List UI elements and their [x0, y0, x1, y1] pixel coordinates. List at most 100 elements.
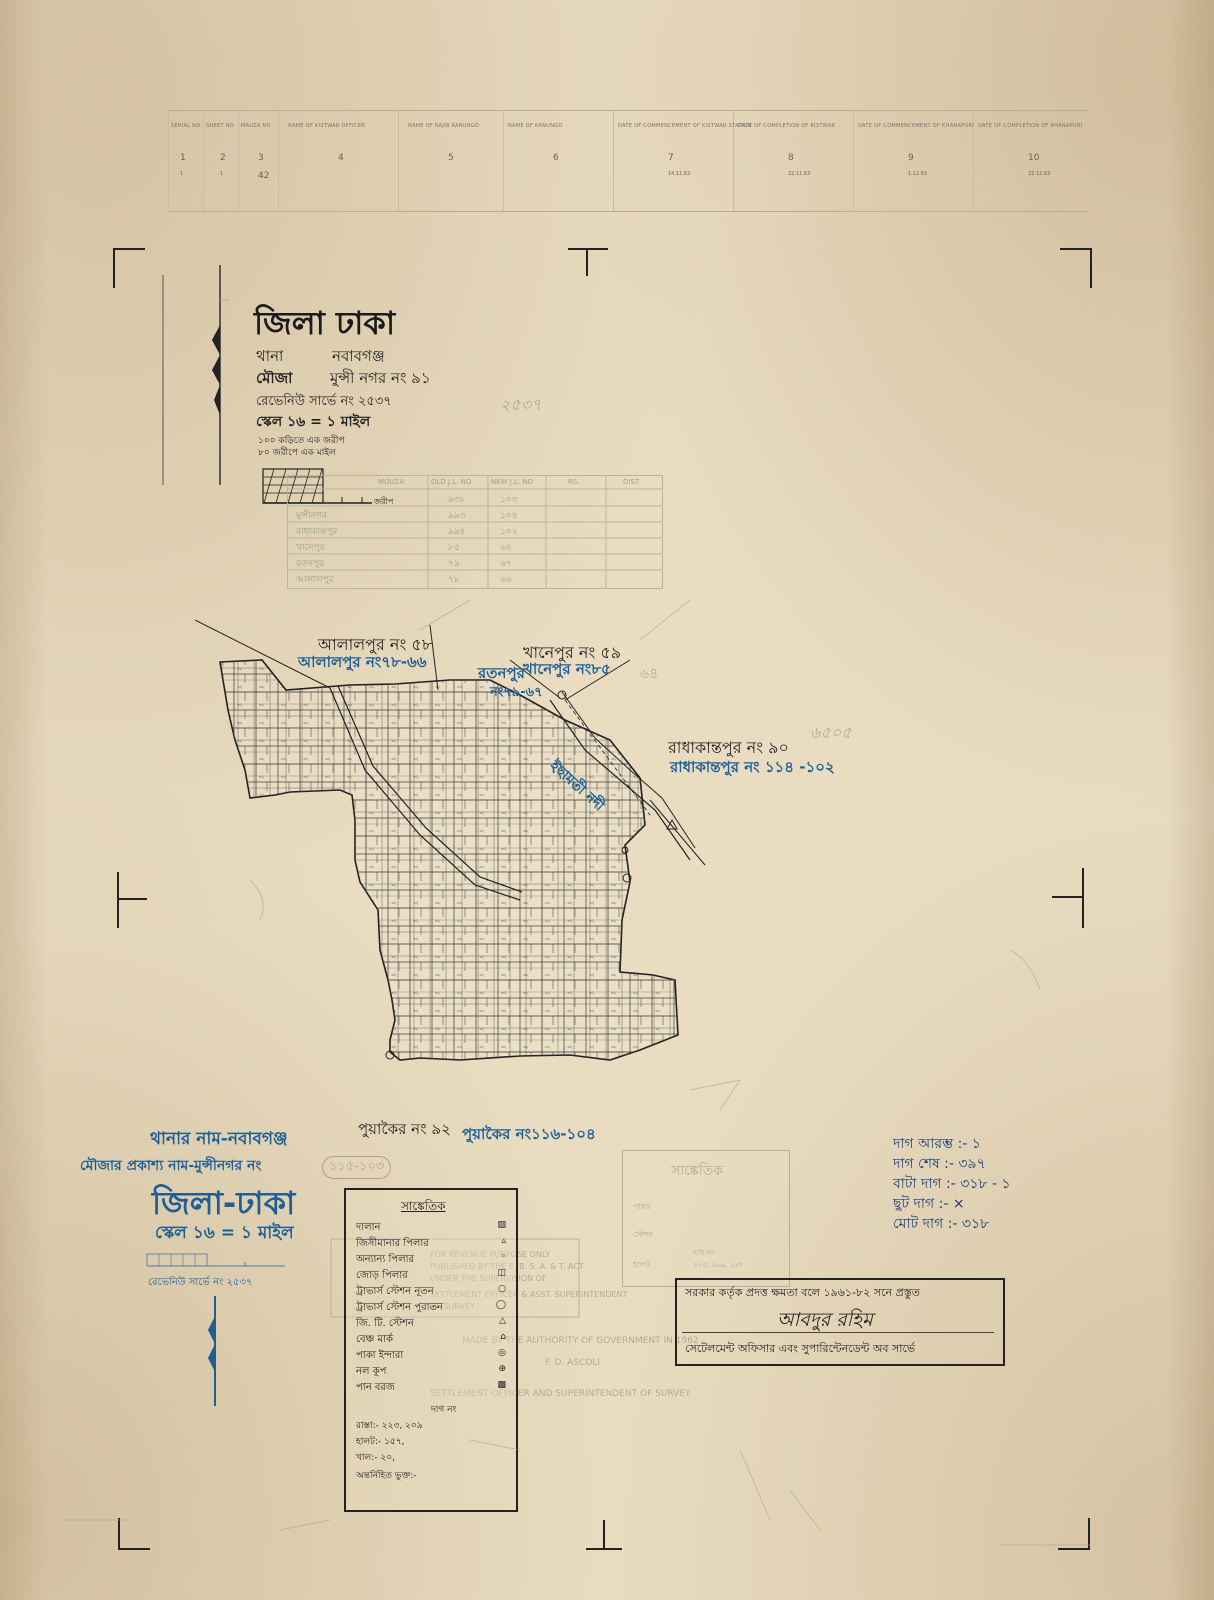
- certificate-box: সরকার কর্তৃক প্রদত্ত ক্ষমতা বলে ১৯৬১-৮২ …: [675, 1278, 1005, 1366]
- blue-scale-bar: [146, 1253, 285, 1267]
- boundary-pillar-icon: ▵: [501, 1236, 506, 1246]
- ledger-col-number: 3: [258, 153, 264, 163]
- ghost-stamp-line: MADE BY THE AUTHORITY OF GOVERNMENT IN 1…: [462, 1336, 699, 1346]
- ledger-cell: 22.11.63: [788, 171, 811, 177]
- ghost-stamp-line: FOR REVENUE PURPOSE ONLY: [430, 1250, 551, 1259]
- ghost-cell: ৭৮: [448, 575, 460, 585]
- legend-row: জিসীমানার পিলার: [356, 1238, 429, 1249]
- ghost-legend-row: হাটা নং: [693, 1249, 714, 1257]
- ghost-legend-row: হালট: [633, 1260, 650, 1269]
- ghost-stamp-line: OF SURVEY: [430, 1302, 475, 1311]
- ghost-cell: ৯৯৪: [448, 527, 466, 537]
- dag-end: দাগ শেষ :- ৩৯৭: [893, 1156, 986, 1172]
- legend-box: সাঙ্কেতিক দালান ▨ জিসীমানার পিলার ▵ অন্য…: [344, 1188, 518, 1512]
- blue-mouza-name: মৌজার প্রকাশ্য নাম-মুন্সীনগর নং: [80, 1158, 262, 1174]
- ledger-cell: 1.12.63: [908, 171, 928, 177]
- legend-khal: খাল:- ২০,: [356, 1453, 395, 1463]
- ghost-cell: ৬৭: [500, 559, 512, 569]
- other-pillar-icon: ◦: [500, 1252, 506, 1262]
- title-block-bracket: [162, 265, 230, 485]
- ghost-header: RS.: [568, 478, 580, 486]
- tick-mark-top-center: [586, 248, 588, 276]
- ghost-header: OLD J.L. NO: [431, 478, 472, 486]
- ledger-header: DATE OF COMPLETION OF KHANAPURI: [978, 123, 1083, 129]
- blue-scale: স্কেল ১৬ = ১ মাইল: [155, 1223, 294, 1243]
- survey-ledger-table: SERIAL NO SHEET NO MAUZA NO NAME OF KIST…: [168, 110, 1088, 212]
- corner-mark-bottom-right: [1058, 1518, 1090, 1550]
- ghost-stamp-line: UNDER THE SUPERVISION OF: [430, 1274, 547, 1283]
- well-icon: ◎: [498, 1348, 506, 1358]
- tick-mark-right-h: [1052, 896, 1082, 898]
- neighbor-khanepur-new: খানেপুর নং৮৫: [523, 660, 611, 678]
- ghost-cell: ১০৩: [500, 495, 518, 505]
- dag-chut: ছুট দাগ :- ×: [893, 1196, 965, 1212]
- ledger-col-number: 6: [553, 153, 559, 163]
- legend-row: নল কূপ: [356, 1366, 387, 1377]
- tick-mark-bottom-center: [603, 1520, 605, 1550]
- neighbor-puyakair-new: পুয়াকৈর নং১১৬-১০৪: [462, 1125, 596, 1143]
- ledger-header: NAME OF KISTWAR OFFICER: [288, 123, 365, 129]
- ghost-header: MOUZA: [378, 478, 405, 486]
- ledger-col-number: 8: [788, 153, 794, 163]
- neighbor-khanepur-extra: ৬৪: [640, 666, 659, 682]
- ghost-stamp-line: SETTLEMENT OFFICER AND SUPERINTENDENT OF…: [430, 1389, 691, 1399]
- ghost-legend-title: সাঙ্কেতিক: [671, 1163, 723, 1179]
- ghost-cell: রাধাকান্তপুর: [296, 527, 338, 537]
- legend-halot: হালট:- ১৫৭,: [356, 1437, 405, 1447]
- neighbor-puyakair-old: পুয়াকৈর নং ৯২: [358, 1120, 451, 1138]
- legend-row: ট্রাভার্স স্টেশন পুরাতন: [356, 1302, 443, 1313]
- neighbor-khanepur-old: খানেপুর নং ৫৯: [523, 643, 622, 662]
- blue-thana-name: থানার নাম-নবাবগঞ্জ: [150, 1129, 288, 1149]
- blue-revenue-survey: রেভেনিউ সার্ভে নং ২৫৩৭: [148, 1277, 253, 1288]
- traverse-old-icon: ◯: [495, 1300, 506, 1310]
- ledger-col-number: 4: [338, 153, 344, 163]
- ghost-cell: ৯৩৮: [448, 495, 466, 505]
- ghost-cell: ৯৯৩: [448, 511, 466, 521]
- legend-row: অন্যান্য পিলার: [356, 1254, 414, 1265]
- ledger-col-number: 10: [1028, 153, 1040, 163]
- ghost-cell: ৭৯: [448, 559, 460, 569]
- ghost-cell: ১০২: [500, 527, 518, 537]
- ghost-legend-box: সাঙ্কেতিক পাথর স্টেশন হাটা নং হালট ২২৩, …: [622, 1150, 790, 1287]
- ghost-cell: আলালপুর: [296, 575, 334, 585]
- ledger-col-number: 9: [908, 153, 914, 163]
- ghost-legend-row: পাথর: [633, 1202, 651, 1211]
- ghost-cell: ৬৪: [500, 543, 512, 553]
- legend-title: সাঙ্কেতিক: [401, 1199, 446, 1213]
- ghost-stamp-line: PUBLISHED BY THE E. B. S. A. & T. ACT: [430, 1262, 584, 1271]
- ghost-header: NEW J.L. NO: [491, 478, 534, 486]
- mouza-name: মুন্সী নগর নং ৯১: [330, 369, 431, 387]
- tick-mark-left: [117, 872, 119, 928]
- ledger-col-number: 5: [448, 153, 454, 163]
- ghost-cell: মুন্সীনগর: [296, 511, 327, 521]
- tick-mark-left-h: [117, 898, 147, 900]
- scale-note-2: ৮০ জরীপে এক মাইল: [258, 448, 336, 458]
- neighbor-radhakantapur-old: রাধাকান্তপুর নং ৯০: [668, 738, 789, 757]
- legend-row: পান বরজ: [356, 1382, 395, 1393]
- ledger-cell: 1: [220, 171, 224, 177]
- neighbor-alalpur-new: আলালপুর নং৭৮-৬৬: [298, 653, 427, 671]
- dag-start: দাগ আরম্ভ :- ১: [893, 1136, 981, 1152]
- ledger-cell: 22.12.63: [1028, 171, 1051, 177]
- neighbor-radhakantapur-new: রাধাকান্তপুর নং ১১৪ -১০২: [670, 758, 835, 776]
- ledger-header: NAME OF KANUNGO: [508, 123, 563, 129]
- tick-mark-right: [1082, 868, 1084, 928]
- neighbor-ratanpur-no: নং৭৯-৬৭: [490, 685, 543, 700]
- ledger-cell: 1: [180, 171, 184, 177]
- legend-row: জোড় পিলার: [356, 1270, 408, 1281]
- ghost-cell: খানেপুর: [296, 543, 325, 553]
- ghost-cell: ৮৫: [448, 543, 460, 553]
- mouza-label: মৌজা: [256, 369, 293, 387]
- corner-mark-bottom-left: [118, 1518, 150, 1550]
- scale-text: স্কেল ১৬ = ১ মাইল: [256, 414, 371, 430]
- ledger-cell: 14.11.63: [668, 171, 691, 177]
- thana-name: নবাবগঞ্জ: [332, 347, 385, 365]
- ledger-header: DATE OF COMPLETION OF KISTWAR: [738, 123, 836, 129]
- ledger-header: MAUZA NO: [241, 123, 271, 129]
- ghost-stamp-line: SETTLEMENT OFFICER & ASST. SUPERINTENDEN…: [430, 1290, 628, 1299]
- ghost-cell: রতনপুর: [296, 559, 325, 569]
- ledger-header: SHEET NO: [206, 123, 234, 129]
- dag-total: মোট দাগ :- ৩১৮: [893, 1216, 990, 1232]
- legend-row: পাকা ইন্দারা: [356, 1350, 404, 1361]
- ledger-header: SERIAL NO: [171, 123, 201, 129]
